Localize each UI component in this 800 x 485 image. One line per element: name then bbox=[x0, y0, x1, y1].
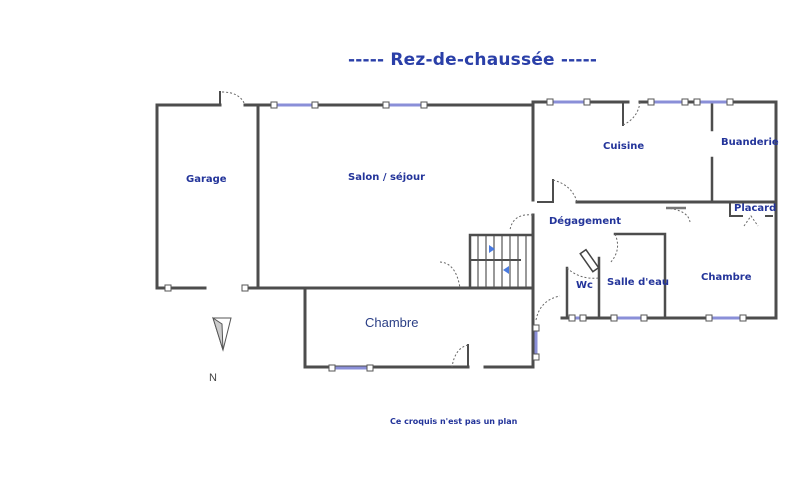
room-label-salon: Salon / séjour bbox=[348, 172, 426, 183]
north-arrow-icon bbox=[212, 316, 232, 352]
room-label-garage: Garage bbox=[186, 174, 227, 185]
room-label-wc: Wc bbox=[576, 280, 593, 291]
room-label-degagement: Dégagement bbox=[549, 216, 622, 227]
room-label-cuisine: Cuisine bbox=[603, 141, 645, 152]
garage-wall bbox=[155, 103, 222, 290]
room-label-buanderie: Buanderie bbox=[721, 137, 779, 148]
room-label-placard: Placard bbox=[734, 203, 777, 214]
page-title: ----- Rez-de-chaussée ----- bbox=[348, 50, 598, 70]
stair-arrow-icon bbox=[489, 245, 495, 253]
room-label-salle-eau: Salle d'eau bbox=[607, 277, 669, 288]
footer-note: Ce croquis n'est pas un plan bbox=[390, 417, 518, 426]
compass-label: N bbox=[209, 372, 217, 384]
room-label-chambre-south: Chambre bbox=[365, 315, 419, 330]
room-label-chambre-east: Chambre bbox=[701, 272, 752, 283]
